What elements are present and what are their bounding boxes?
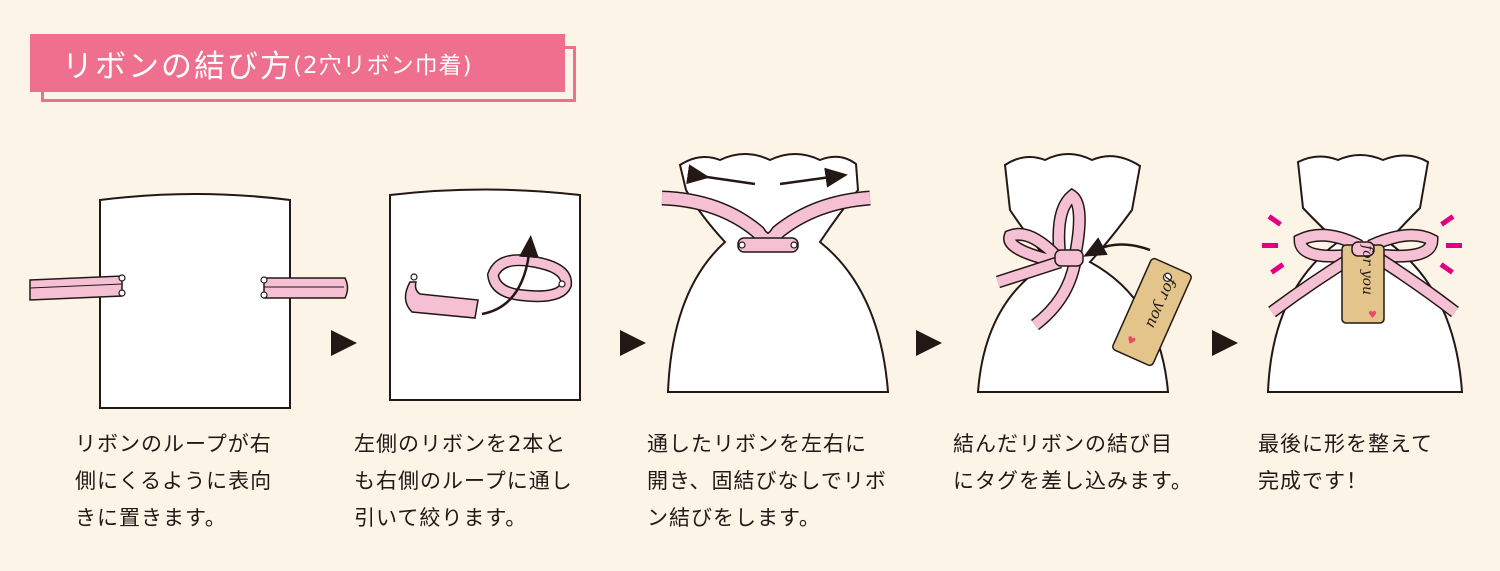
step2-description: 左側のリボンを2本と も右側のループに通し 引いて絞ります。 bbox=[354, 432, 573, 530]
page-title: リボンの結び方 bbox=[62, 48, 293, 85]
step3-illustration bbox=[661, 153, 890, 393]
play-triangle-icon bbox=[620, 330, 646, 356]
page-subtitle: (2穴リボン巾着) bbox=[293, 53, 473, 79]
step1-description: リボンのループが右 側にくるように表向 きに置きます。 bbox=[75, 432, 273, 530]
step5-description: 最後に形を整えて 完成です！ bbox=[1258, 432, 1433, 493]
step1-illustration bbox=[29, 193, 349, 409]
svg-text:♥: ♥ bbox=[1124, 335, 1137, 349]
play-triangle-icon bbox=[331, 330, 357, 356]
play-triangle-icon bbox=[1212, 330, 1238, 356]
step4-description: 結んだリボンの結び目 にタグを差し込みます。 bbox=[953, 432, 1193, 493]
svg-text:♥: ♥ bbox=[1368, 310, 1377, 321]
step4-illustration: for you ♥ bbox=[976, 153, 1192, 393]
step5-illustration: for you ♥ bbox=[1262, 154, 1464, 393]
step3-description: 通したリボンを左右に 開き、固結びなしでリボ ン結びをします。 bbox=[647, 432, 887, 530]
tag-label: for you bbox=[1359, 244, 1375, 295]
play-triangle-icon bbox=[916, 330, 942, 356]
step2-illustration bbox=[389, 188, 581, 401]
title-banner: リボンの結び方(2穴リボン巾着) bbox=[30, 34, 565, 92]
